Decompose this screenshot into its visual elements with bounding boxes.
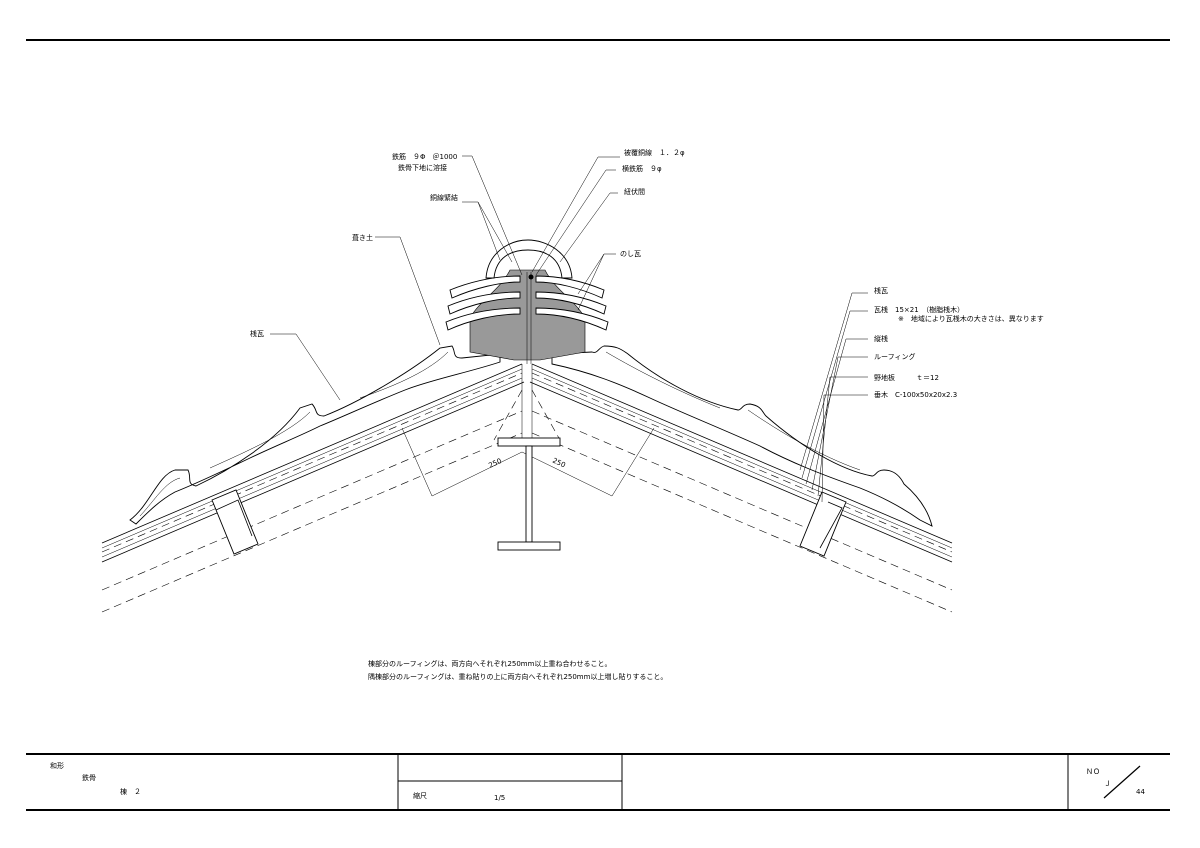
label-right-sangawara: 桟瓦 bbox=[874, 286, 888, 295]
title-category: 和形 bbox=[50, 761, 64, 770]
leader-lines bbox=[270, 155, 868, 503]
title-name: 棟 ２ bbox=[120, 787, 141, 796]
drawing-no-label: ＮＯ bbox=[1086, 768, 1100, 776]
dimension-left: 250 bbox=[487, 457, 503, 470]
label-batten-note: ※ 地域により瓦桟木の大きさは、異なります bbox=[898, 314, 1044, 323]
roof-structure bbox=[101, 363, 953, 613]
label-roofing: ルーフィング bbox=[874, 352, 915, 361]
label-noshi: のし瓦 bbox=[620, 250, 641, 258]
ridge-center-rebar bbox=[526, 272, 532, 364]
roof-tiles-left bbox=[129, 345, 501, 525]
note-line-1: 棟部分のルーフィングは、両方向へそれぞれ250mm以上重ね合わせること。 bbox=[368, 659, 611, 668]
label-counter-batten: 縦桟 bbox=[874, 334, 888, 343]
label-coated-copper: 被覆銅線 １．２φ bbox=[624, 148, 685, 157]
note-line-2: 隅棟部分のルーフィングは、重ね貼りの上に両方向へそれぞれ250mm以上増し貼りす… bbox=[368, 672, 667, 681]
c-channel-purlin-left bbox=[211, 489, 259, 555]
label-sheathing: 野地板 ｔ＝12 bbox=[874, 373, 939, 382]
dimension-lines bbox=[401, 427, 655, 497]
drawing-number: 44 bbox=[1136, 788, 1145, 796]
label-copper-wire: 銅線緊結 bbox=[430, 193, 458, 202]
label-fill-mortar: 葺き土 bbox=[352, 233, 373, 242]
h-beam-ridge bbox=[497, 437, 561, 551]
label-ganburi: 紐伏間 bbox=[624, 187, 645, 196]
sheet-border bbox=[26, 39, 1170, 811]
title-subcategory: 鉄骨 bbox=[82, 773, 96, 782]
label-left-sangawara: 桟瓦 bbox=[250, 329, 264, 338]
label-rebar-weld: 鉄骨下地に溶接 bbox=[398, 163, 447, 172]
label-rafter: 垂木 C-100x50x20x2.3 bbox=[874, 390, 957, 399]
drawing-series: Ｊ bbox=[1104, 780, 1111, 788]
title-block-grid bbox=[397, 754, 1141, 810]
label-batten: 瓦桟 15×21 （樹脂桟木） bbox=[874, 305, 964, 314]
label-rebar: 鉄筋 ９Φ ＠1000 bbox=[392, 152, 457, 161]
c-channel-purlin-right bbox=[799, 491, 847, 557]
label-horiz-rebar: 横鉄筋 ９φ bbox=[622, 164, 662, 173]
scale-value: 1/5 bbox=[494, 794, 505, 802]
roof-tiles-right bbox=[551, 345, 933, 527]
noshi-tiles bbox=[445, 275, 609, 331]
scale-label: 縮尺 bbox=[413, 791, 427, 800]
